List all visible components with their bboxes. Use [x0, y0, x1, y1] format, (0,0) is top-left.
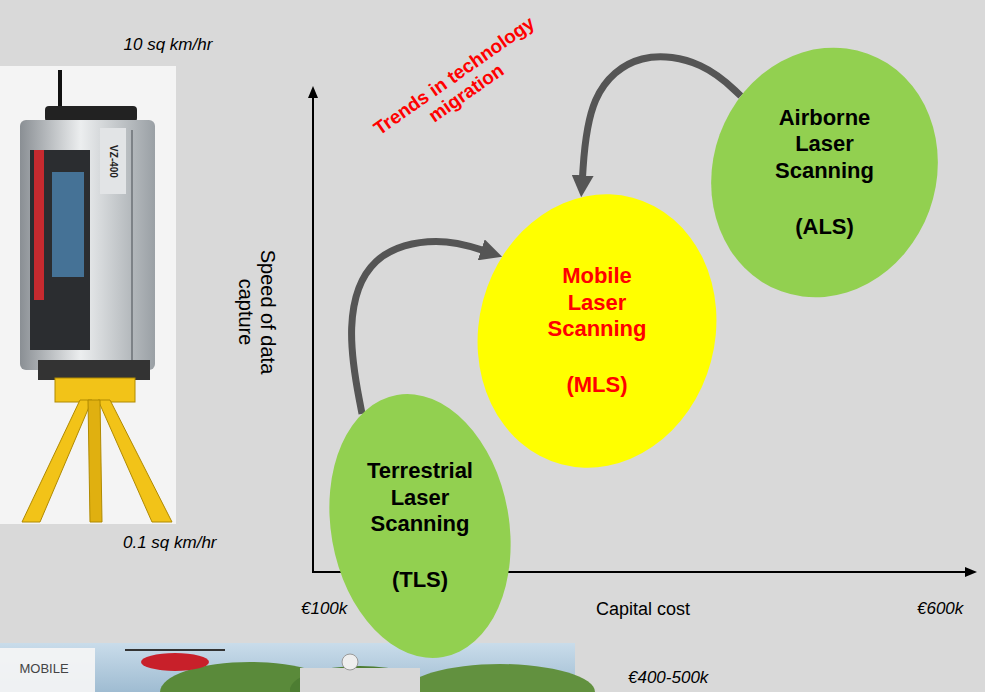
migration-arrow	[352, 241, 489, 413]
node-heading: Mobile Laser Scanning	[547, 263, 646, 342]
model-label: VZ-400	[107, 145, 118, 178]
axis-value: 0.1 sq km/hr	[123, 534, 217, 553]
node-heading: Terrestrial Laser Scanning	[367, 458, 473, 537]
axis-value: €600k	[917, 600, 963, 619]
node-content: Terrestrial Laser Scanning (TLS)	[330, 392, 510, 660]
ellipse-fill	[309, 380, 530, 673]
node-content: Mobile Laser Scanning (MLS)	[478, 192, 716, 470]
node-abbreviation: (MLS)	[566, 372, 627, 398]
tls-ellipse: Terrestrial Laser Scanning (TLS)	[330, 392, 510, 660]
node-heading: Airborne Laser Scanning	[775, 105, 874, 184]
ellipse-fill	[676, 15, 972, 329]
node-content: Airborne Laser Scanning (ALS)	[712, 45, 937, 300]
photo-caption: MOBILE	[20, 662, 69, 676]
node-abbreviation: (TLS)	[392, 567, 448, 593]
ellipse-fill	[447, 167, 746, 495]
mls-ellipse: Mobile Laser Scanning (MLS)	[478, 192, 716, 470]
axis-title: Capital cost	[596, 600, 690, 620]
trend-note: Trends in technology migration	[364, 9, 556, 161]
axis-value: €100k	[301, 600, 347, 619]
axis-value: 10 sq km/hr	[124, 36, 213, 55]
price-note: €400-500k	[628, 669, 708, 688]
node-abbreviation: (ALS)	[795, 214, 854, 240]
als-ellipse: Airborne Laser Scanning (ALS)	[712, 45, 937, 300]
scanner-photo	[0, 66, 176, 524]
axis-title: Speed of data capture	[235, 242, 279, 382]
mobile-photo-strip	[0, 643, 595, 692]
